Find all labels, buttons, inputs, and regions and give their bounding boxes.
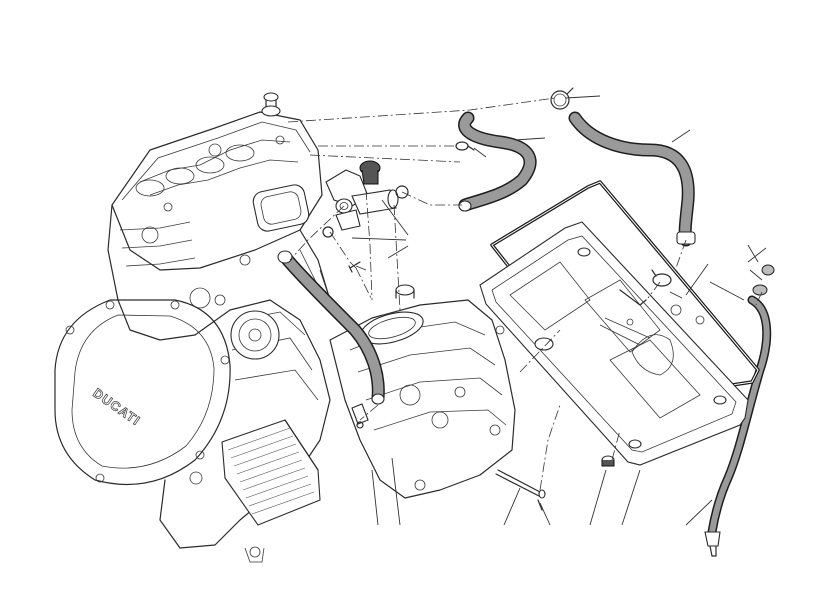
hose-clamp-cover [651,269,672,287]
engine-block: DUCATI [54,92,516,563]
leader-lines [351,95,767,526]
bolt-small [348,261,361,273]
connector-left-hose [351,403,369,429]
hose-long-drain [704,295,772,557]
washer-grommet [601,455,615,467]
hose-large-vent [568,111,696,247]
fitting-cap-right [752,264,775,296]
hose-upper-curved [458,111,537,212]
spring-clip-small [455,141,475,151]
breather-valve-body [325,169,399,231]
assembly-centerlines [287,97,763,491]
hose-clamp-top [550,87,574,110]
screw-small [537,499,543,511]
o-ring-small [322,185,409,238]
hose-rear-breather [277,250,385,405]
rubber-cap [359,160,381,185]
oil-cooler [221,419,321,526]
valve-cover-bolt-long [495,469,546,499]
crankcase-brand-logo: DUCATI [90,385,143,428]
valve-cover [479,221,749,466]
